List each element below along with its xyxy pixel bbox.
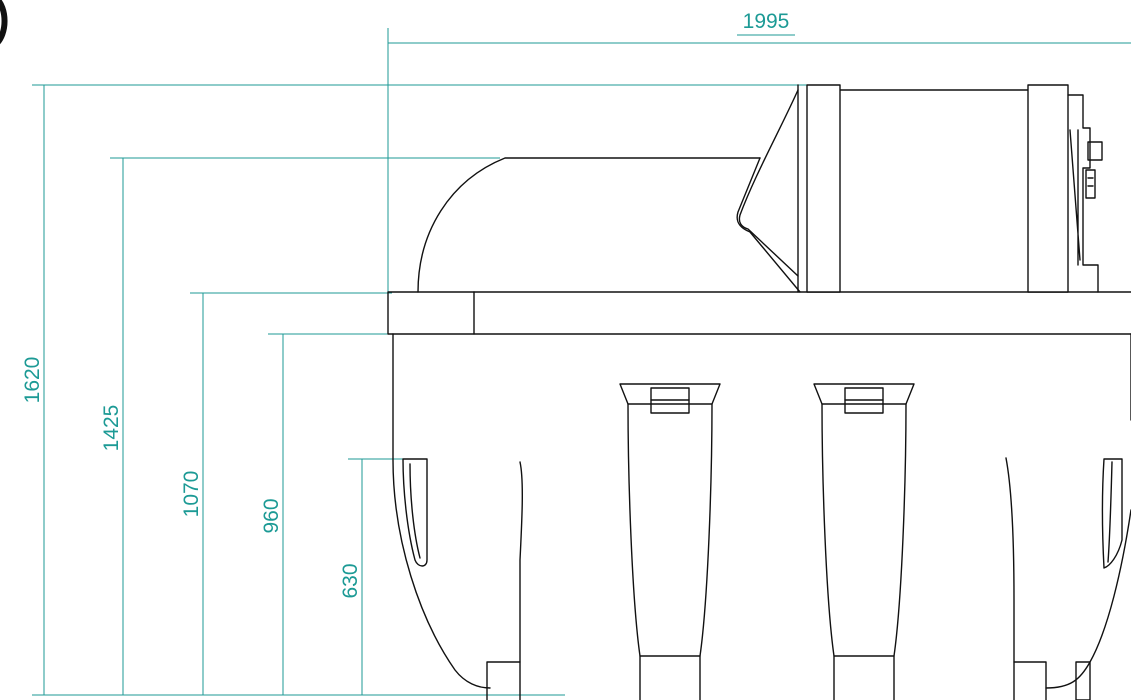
- end-cap: [1067, 94, 1099, 293]
- end-valve: [1087, 141, 1103, 161]
- cone-inner-edge: [738, 89, 799, 277]
- right-outer-curve: [1045, 509, 1131, 689]
- leg-1-cap: [619, 383, 721, 405]
- end-cap-inner: [1069, 129, 1081, 266]
- tank-outline: [387, 84, 1131, 700]
- cone-transition: [736, 157, 801, 293]
- band-left: [806, 84, 841, 293]
- leg-2-body: [821, 403, 907, 700]
- right-body-curve: [1005, 457, 1015, 663]
- right-fin-inner: [1107, 461, 1113, 563]
- band-right: [1027, 84, 1069, 293]
- left-body-curve: [519, 461, 524, 663]
- dome-hood: [417, 157, 761, 293]
- height-630-label: 630: [339, 563, 362, 598]
- dimension-lines: [32, 28, 1131, 696]
- detail-marker-arc: [0, 0, 8, 45]
- leg-2-cap: [813, 383, 915, 405]
- support-leg-1: [619, 383, 721, 700]
- left-skid: [486, 661, 521, 700]
- leg-1-body: [627, 403, 713, 700]
- height-1425-label: 1425: [100, 405, 123, 452]
- deck-plate: [387, 291, 1131, 335]
- support-leg-2: [813, 383, 915, 700]
- end-handle: [1085, 169, 1096, 199]
- length-dimension-label: 1995: [743, 10, 790, 33]
- left-fin: [402, 458, 428, 567]
- height-1070-label: 1070: [180, 471, 203, 518]
- right-end-foot: [1075, 661, 1091, 700]
- left-fin-inner: [409, 463, 421, 559]
- right-skid: [1013, 661, 1047, 700]
- right-fin: [1101, 458, 1123, 569]
- height-960-label: 960: [260, 498, 283, 533]
- height-1620-label: 1620: [21, 357, 44, 404]
- tank-body-left-side: [392, 333, 491, 689]
